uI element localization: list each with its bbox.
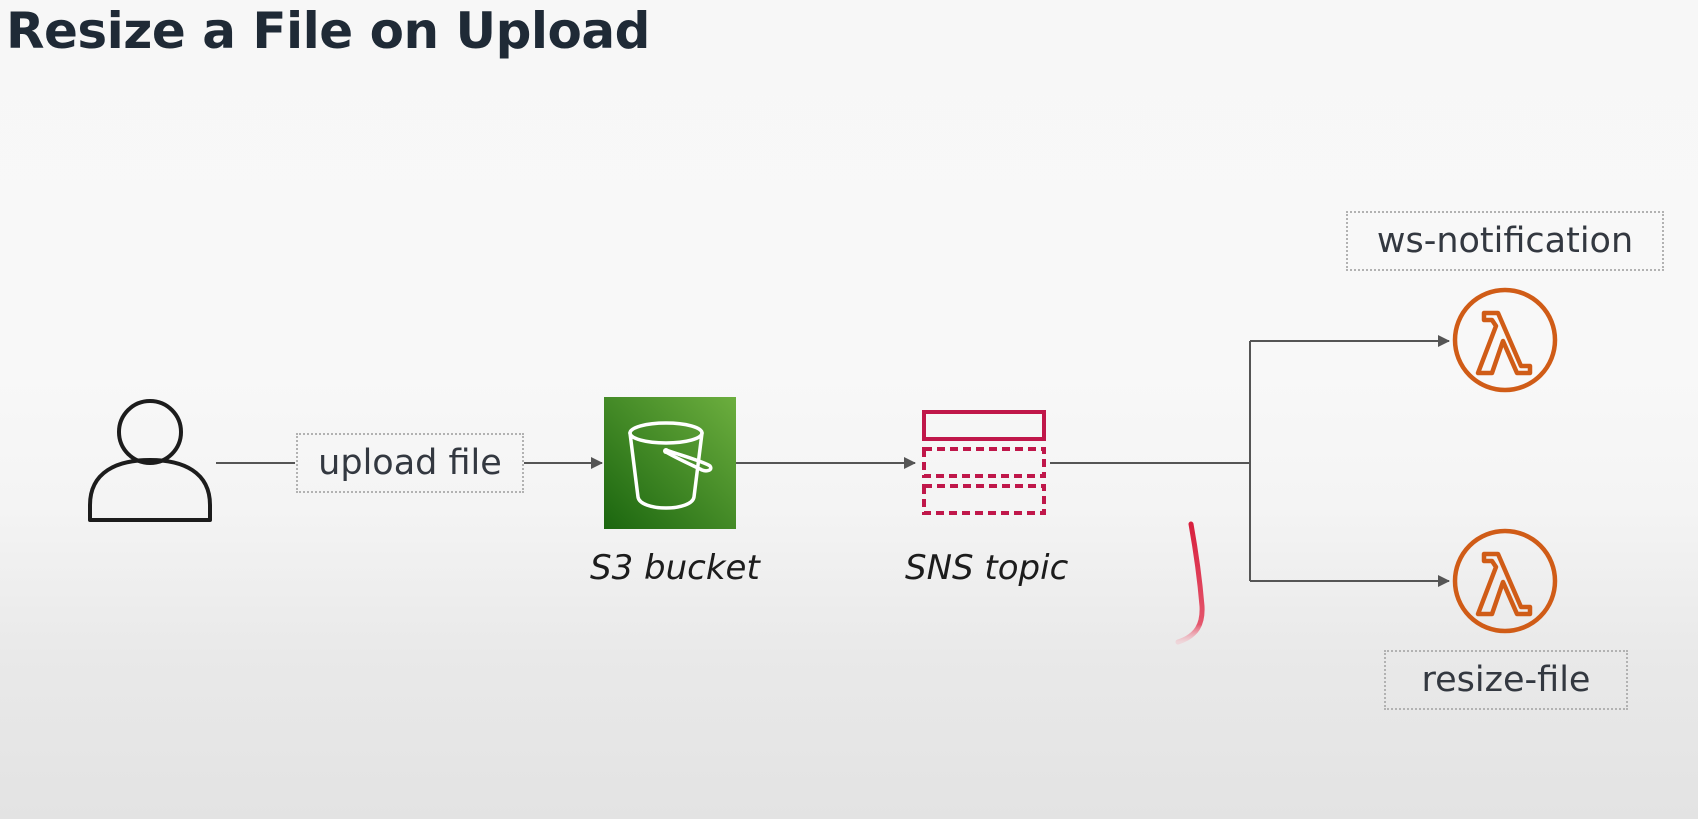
s3-bucket-icon [604,397,736,529]
edge-label-upload-file: upload file [296,433,524,493]
sns-topic-caption: SNS topic [905,548,1069,588]
s3-bucket-caption: S3 bucket [590,548,760,588]
sns-topic-icon [922,410,1046,515]
connectors [216,335,1450,587]
lambda-icon [1452,528,1558,634]
lambda-icon [1452,287,1558,393]
lambda-label-ws-notification: ws-notification [1346,211,1664,271]
annotation-pen-stroke [1175,521,1205,645]
lambda-label-resize-file: resize-file [1384,650,1628,710]
slide-title: Resize a File on Upload [6,2,650,60]
user-icon [88,399,212,522]
